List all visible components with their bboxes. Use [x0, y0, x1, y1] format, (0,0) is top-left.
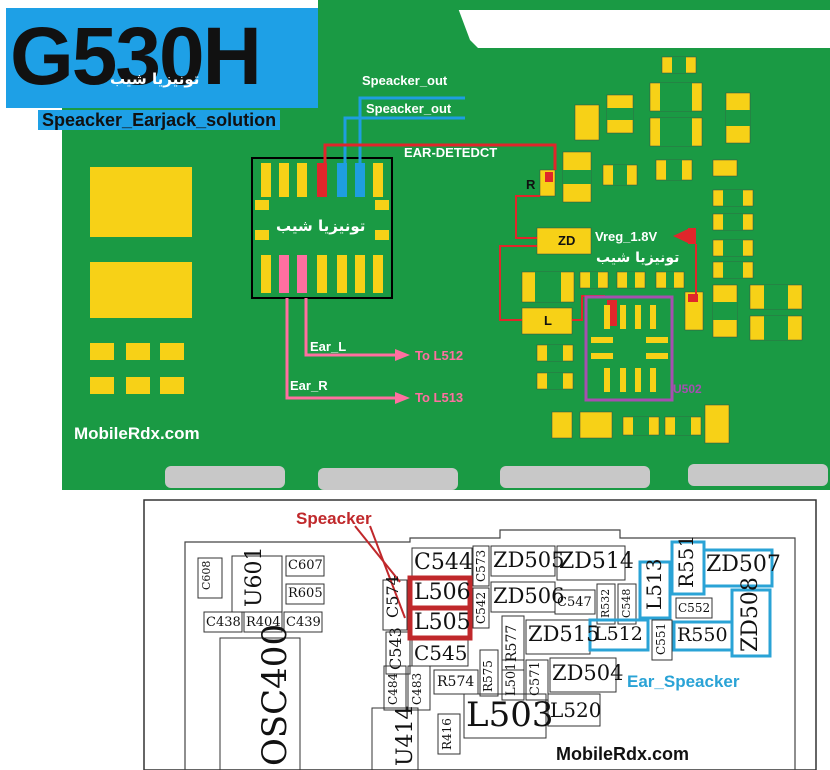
l512: L512 — [594, 623, 643, 645]
schematic-outline — [134, 490, 830, 770]
zd-label: ZD — [558, 233, 576, 248]
connector-pad — [318, 468, 458, 490]
l513: L513 — [642, 558, 666, 610]
c547: C547 — [557, 595, 592, 610]
ear-l-label: Ear_L — [310, 339, 347, 354]
c545: C545 — [414, 641, 468, 665]
chip-pin-bottom — [261, 255, 271, 293]
r532: R532 — [599, 588, 612, 618]
vreg-label: Vreg_1.8V — [595, 229, 658, 244]
ear-detect-label: EAR-DETEDCT — [404, 145, 498, 160]
l505: L505 — [414, 610, 471, 635]
chip-pin-top — [337, 163, 347, 197]
u502-outline — [584, 295, 674, 402]
c484: C484 — [386, 672, 400, 705]
r605: R605 — [288, 586, 323, 601]
zd508: ZD508 — [738, 577, 763, 652]
ear-speacker-label: Ear_Speacker — [627, 672, 740, 691]
c607: C607 — [288, 558, 323, 573]
speaker-out-label-1: Speacker_out — [362, 73, 448, 88]
chip-pin-bottom — [337, 255, 347, 293]
r575: R575 — [481, 660, 495, 692]
pcb-board-view: G530H تونيزيا شيب Speacker_Earjack_solut… — [6, 0, 830, 490]
r574: R574 — [437, 674, 475, 690]
l503: L503 — [466, 695, 554, 735]
l506: L506 — [414, 580, 471, 605]
pcb-board — [62, 0, 830, 490]
r551: R551 — [674, 534, 698, 588]
osc400: OSC400 — [255, 623, 295, 766]
c439: C439 — [286, 615, 321, 630]
zd507: ZD507 — [706, 552, 781, 577]
l501: L501 — [504, 662, 519, 696]
ear-r-label: Ear_R — [290, 378, 328, 393]
c571: C571 — [528, 661, 543, 696]
chip-pin-bottom — [317, 255, 327, 293]
c483: C483 — [410, 672, 424, 705]
chip-pin-top — [261, 163, 271, 197]
chip-pin-bottom — [279, 255, 289, 293]
c438: C438 — [206, 615, 241, 630]
u502-label: U502 — [673, 382, 702, 396]
title-arabic-watermark: تونيزيا شيب — [110, 70, 200, 88]
chip-pin-top — [373, 163, 383, 197]
c608: C608 — [200, 560, 213, 590]
chip-pin-bottom — [297, 255, 307, 293]
c542: C542 — [474, 591, 488, 624]
c552: C552 — [678, 601, 711, 615]
r416: R416 — [440, 718, 454, 750]
watermark-top: MobileRdx.com — [500, 27, 626, 46]
title-banner — [6, 8, 318, 108]
to-l512-label: To L512 — [415, 348, 464, 363]
r-label: R — [526, 177, 536, 192]
chip-pin-bottom — [355, 255, 365, 293]
chip-pin-bottom — [373, 255, 383, 293]
right-arabic-label: تونيزيا شيب — [596, 250, 680, 266]
speaker-out-label-2: Speacker_out — [366, 101, 452, 116]
c543: C543 — [386, 627, 405, 670]
r404: R404 — [246, 615, 281, 630]
chip-pin-top — [355, 163, 365, 197]
c551: C551 — [654, 622, 668, 655]
zd505: ZD505 — [493, 548, 565, 572]
u601: U601 — [242, 546, 267, 607]
r550: R550 — [677, 624, 728, 646]
zd506: ZD506 — [493, 584, 565, 608]
c548: C548 — [620, 588, 633, 618]
model-title: G530H — [10, 11, 262, 102]
connector-pad — [500, 466, 650, 488]
zd504: ZD504 — [552, 661, 624, 685]
connector-pad — [165, 466, 285, 488]
chip-label: تونيزيا شيب — [276, 217, 366, 235]
to-l513-label: To L513 — [415, 390, 464, 405]
chip-pin-top — [279, 163, 289, 197]
watermark-left: MobileRdx.com — [74, 424, 200, 443]
u414: U414 — [393, 705, 418, 766]
l-label: L — [544, 313, 552, 328]
r577: R577 — [504, 624, 520, 662]
zd514: ZD514 — [559, 549, 634, 574]
subtitle: Speacker_Earjack_solution — [38, 110, 281, 130]
chip-pin-top — [297, 163, 307, 197]
connector-pad — [688, 464, 828, 486]
zd515: ZD515 — [528, 622, 600, 646]
audio-ic-outline — [251, 157, 393, 299]
c573: C573 — [474, 549, 488, 582]
l520: L520 — [550, 698, 602, 722]
c574: C574 — [383, 575, 402, 618]
speacker-label: Speacker — [296, 509, 372, 528]
c544: C544 — [414, 550, 473, 575]
schematic-watermark: MobileRdx.com — [556, 744, 690, 764]
chip-pin-top — [317, 163, 327, 197]
schematic-view: Speacker Ear_Speacker MobileRdx.com C608… — [0, 490, 830, 770]
